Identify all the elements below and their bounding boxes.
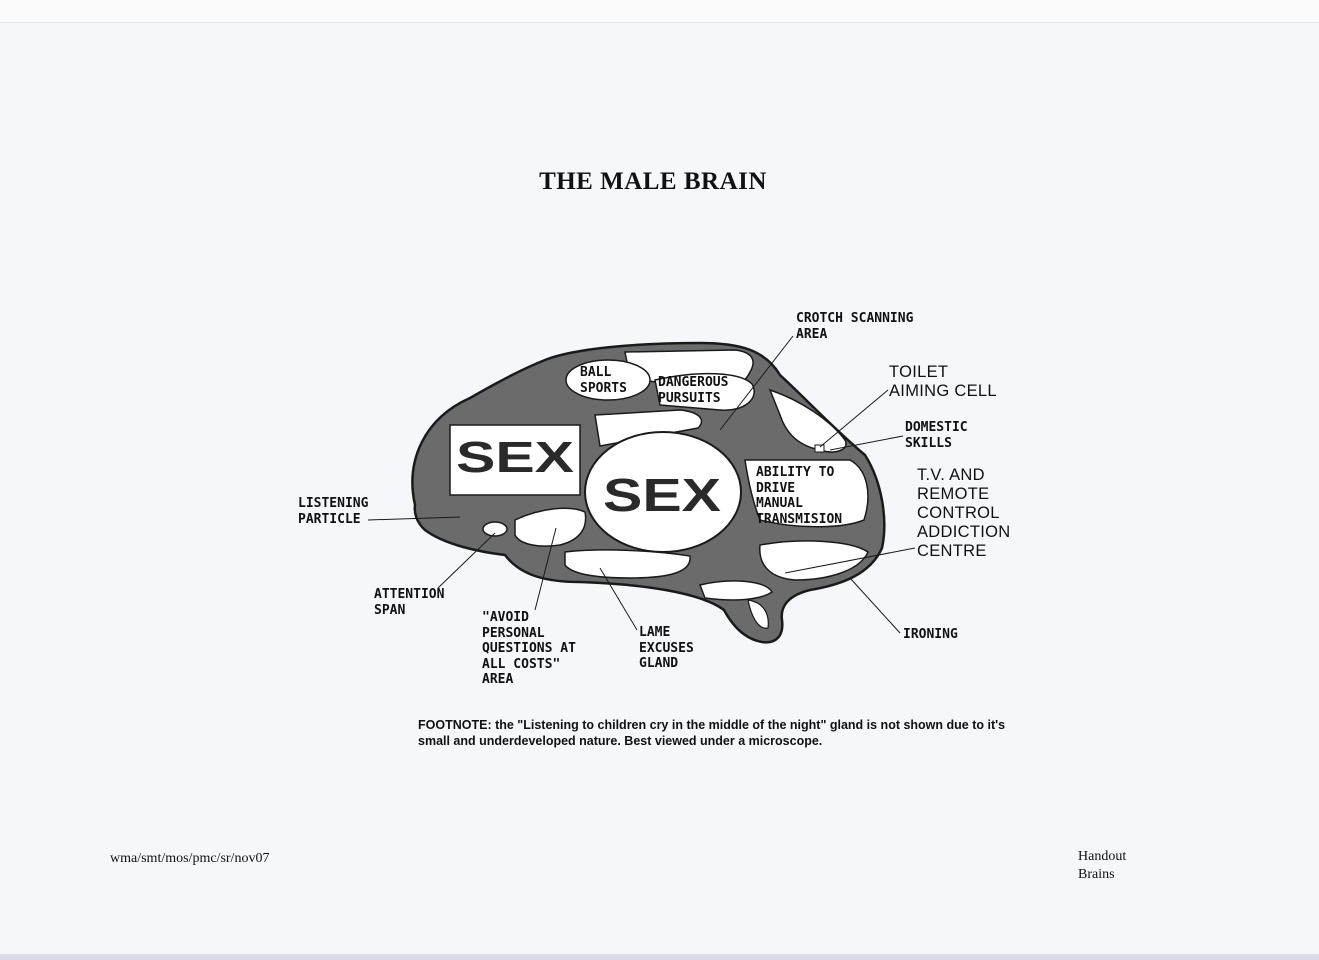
leader-attention: [437, 532, 496, 589]
region-upper-mid: [594, 409, 703, 447]
region-lower-center: [564, 549, 691, 579]
sex-center-text: SEX: [603, 469, 721, 521]
paper-bottom-edge: [0, 954, 1319, 960]
dangerous-pursuits-label: DANGEROUS PURSUITS: [658, 375, 729, 406]
region-dangerous-pursuits: [654, 372, 755, 411]
toilet-aiming-label: TOILET AIMING CELL: [889, 363, 997, 400]
ironing-label: IRONING: [903, 627, 958, 642]
domestic-skills-label: DOMESTIC SKILLS: [905, 420, 968, 451]
leader-lame: [599, 567, 638, 631]
footer-reference: wma/smt/mos/pmc/sr/nov07: [110, 851, 270, 866]
listening-particle-label: LISTENING PARTICLE: [298, 496, 369, 527]
region-lower-left: [514, 507, 587, 547]
sex-left-text: SEX: [456, 433, 574, 482]
avoid-questions-label: "AVOID PERSONAL QUESTIONS AT ALL COSTS" …: [482, 610, 576, 687]
footer-handout: Handout: [1078, 849, 1127, 864]
paper-top-edge: [0, 0, 1319, 23]
footer-brains: Brains: [1078, 867, 1115, 882]
region-toilet-aiming: [814, 444, 825, 453]
ball-sports-label: BALL SPORTS: [580, 365, 627, 396]
leader-ironing: [849, 577, 901, 634]
leader-crotch: [719, 335, 794, 431]
region-ironing: [698, 580, 774, 601]
region-ball-sports: [565, 359, 651, 401]
crotch-scanning-label: CROTCH SCANNING AREA: [796, 311, 914, 342]
region-right-top: [768, 388, 847, 453]
leader-tv: [784, 547, 916, 574]
ability-to-drive-label: ABILITY TO DRIVE MANUAL TRANSMISION: [756, 465, 843, 527]
attention-span-label: ATTENTION SPAN: [374, 587, 445, 618]
region-lower-right: [759, 540, 869, 581]
tv-remote-label: T.V. AND REMOTE CONTROL ADDICTION CENTRE: [917, 466, 1011, 560]
region-attention-span: [482, 521, 508, 537]
region-brainstem: [747, 599, 769, 629]
footnote: FOOTNOTE: the "Listening to children cry…: [418, 718, 1006, 748]
leader-toilet: [819, 389, 889, 448]
page-title: THE MALE BRAIN: [539, 168, 767, 195]
region-sex-left: [449, 424, 581, 496]
region-ability-drive: [744, 459, 869, 528]
leader-listening: [367, 516, 461, 521]
leader-avoid: [534, 527, 557, 611]
lame-excuses-label: LAME EXCUSES GLAND: [639, 625, 694, 671]
leader-domestic: [829, 435, 904, 451]
